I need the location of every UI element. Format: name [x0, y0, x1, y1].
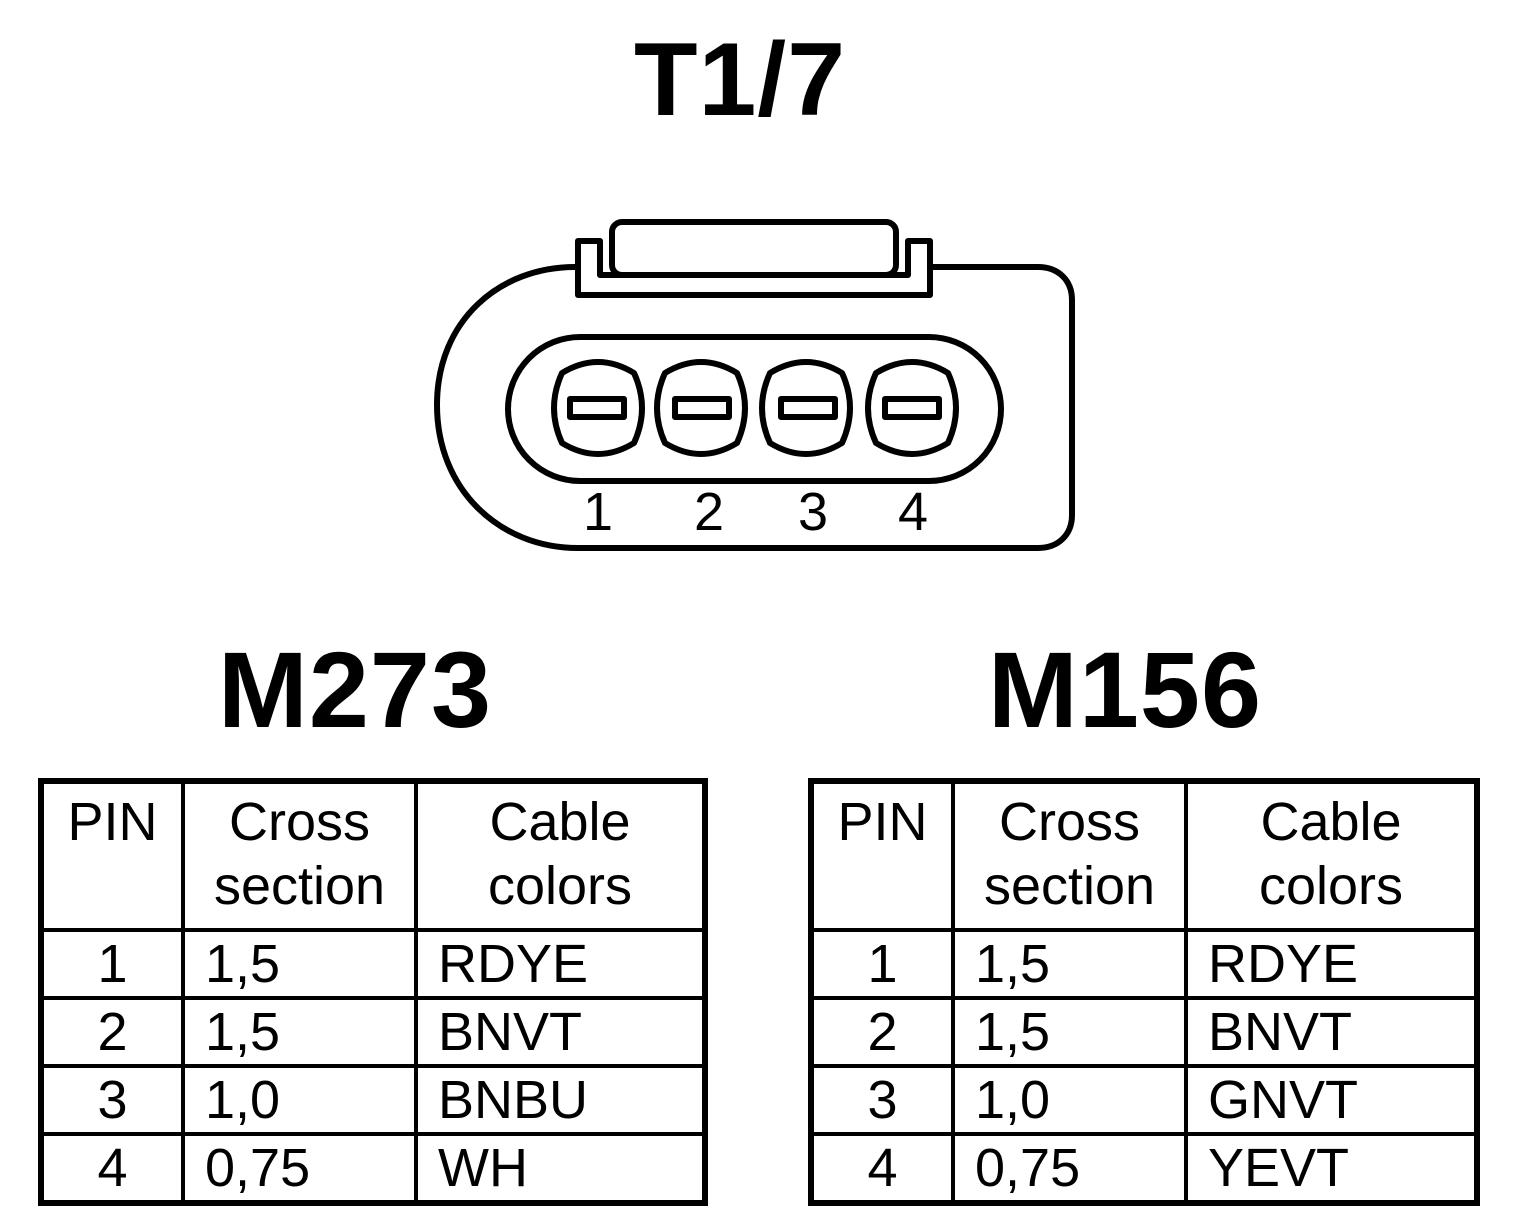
table-header-row: PIN Cross section Cable colors: [809, 779, 1479, 932]
pin-cell: 2: [809, 996, 955, 1068]
locking-tab-top: [609, 219, 899, 278]
cable-color-cell: BNBU: [414, 1064, 707, 1136]
pin-label-4: 4: [898, 482, 928, 542]
pin-cell: 4: [39, 1132, 185, 1205]
contact-carrier: [505, 334, 1004, 484]
cross-section-cell: 1,0: [951, 1064, 1188, 1136]
pin-cell: 3: [39, 1064, 185, 1136]
table-row: 2 1,5 BNVT: [39, 996, 707, 1068]
pin-cell: 2: [39, 996, 185, 1068]
pin-label-2: 2: [694, 482, 724, 542]
pin-cell: 3: [809, 1064, 955, 1136]
cable-color-cell: BNVT: [414, 996, 707, 1068]
connector-title: T1/7: [633, 22, 847, 138]
m156-title: M156: [987, 629, 1263, 750]
pin-cavity-3: [759, 359, 853, 457]
cross-section-cell: 0,75: [951, 1132, 1188, 1205]
cable-color-cell: BNVT: [1184, 996, 1479, 1068]
cross-section-cell: 1,5: [951, 928, 1188, 1000]
m156-pin-table: PIN Cross section Cable colors 1 1,5 RDY…: [808, 778, 1480, 1206]
cross-section-cell: 1,5: [181, 996, 418, 1068]
header-cable-colors: Cable colors: [1184, 779, 1479, 932]
cross-section-cell: 0,75: [181, 1132, 418, 1205]
m273-title: M273: [217, 629, 493, 750]
header-cable-colors: Cable colors: [414, 779, 707, 932]
cross-section-cell: 1,5: [181, 928, 418, 1000]
connector-drawing: 1 2 3 4: [434, 219, 1075, 551]
table-row: 1 1,5 RDYE: [39, 928, 707, 1000]
cable-color-cell: RDYE: [1184, 928, 1479, 1000]
cross-section-cell: 1,5: [951, 996, 1188, 1068]
cable-color-cell: WH: [414, 1132, 707, 1205]
table-row: 3 1,0 BNBU: [39, 1064, 707, 1136]
header-cross-section: Cross section: [181, 779, 418, 932]
pin-cell: 1: [809, 928, 955, 1000]
m273-pin-table: PIN Cross section Cable colors 1 1,5 RDY…: [38, 778, 708, 1206]
header-cross-section: Cross section: [951, 779, 1188, 932]
cross-section-cell: 1,0: [181, 1064, 418, 1136]
pin-label-3: 3: [798, 482, 828, 542]
table-row: 3 1,0 GNVT: [809, 1064, 1479, 1136]
pin-cavity-1: [551, 359, 645, 457]
cable-color-cell: GNVT: [1184, 1064, 1479, 1136]
table-row: 2 1,5 BNVT: [809, 996, 1479, 1068]
pin-cavity-2: [654, 359, 748, 457]
cable-color-cell: YEVT: [1184, 1132, 1479, 1205]
table-row: 4 0,75 WH: [39, 1132, 707, 1205]
header-pin: PIN: [39, 779, 185, 932]
connector-housing: [434, 264, 1075, 551]
pin-cell: 4: [809, 1132, 955, 1205]
locking-tab: [575, 238, 933, 298]
header-pin: PIN: [809, 779, 955, 932]
cable-color-cell: RDYE: [414, 928, 707, 1000]
table-row: 4 0,75 YEVT: [809, 1132, 1479, 1205]
pin-cell: 1: [39, 928, 185, 1000]
pin-label-1: 1: [583, 482, 613, 542]
table-header-row: PIN Cross section Cable colors: [39, 779, 707, 932]
pin-cavity-4: [865, 359, 959, 457]
table-row: 1 1,5 RDYE: [809, 928, 1479, 1000]
